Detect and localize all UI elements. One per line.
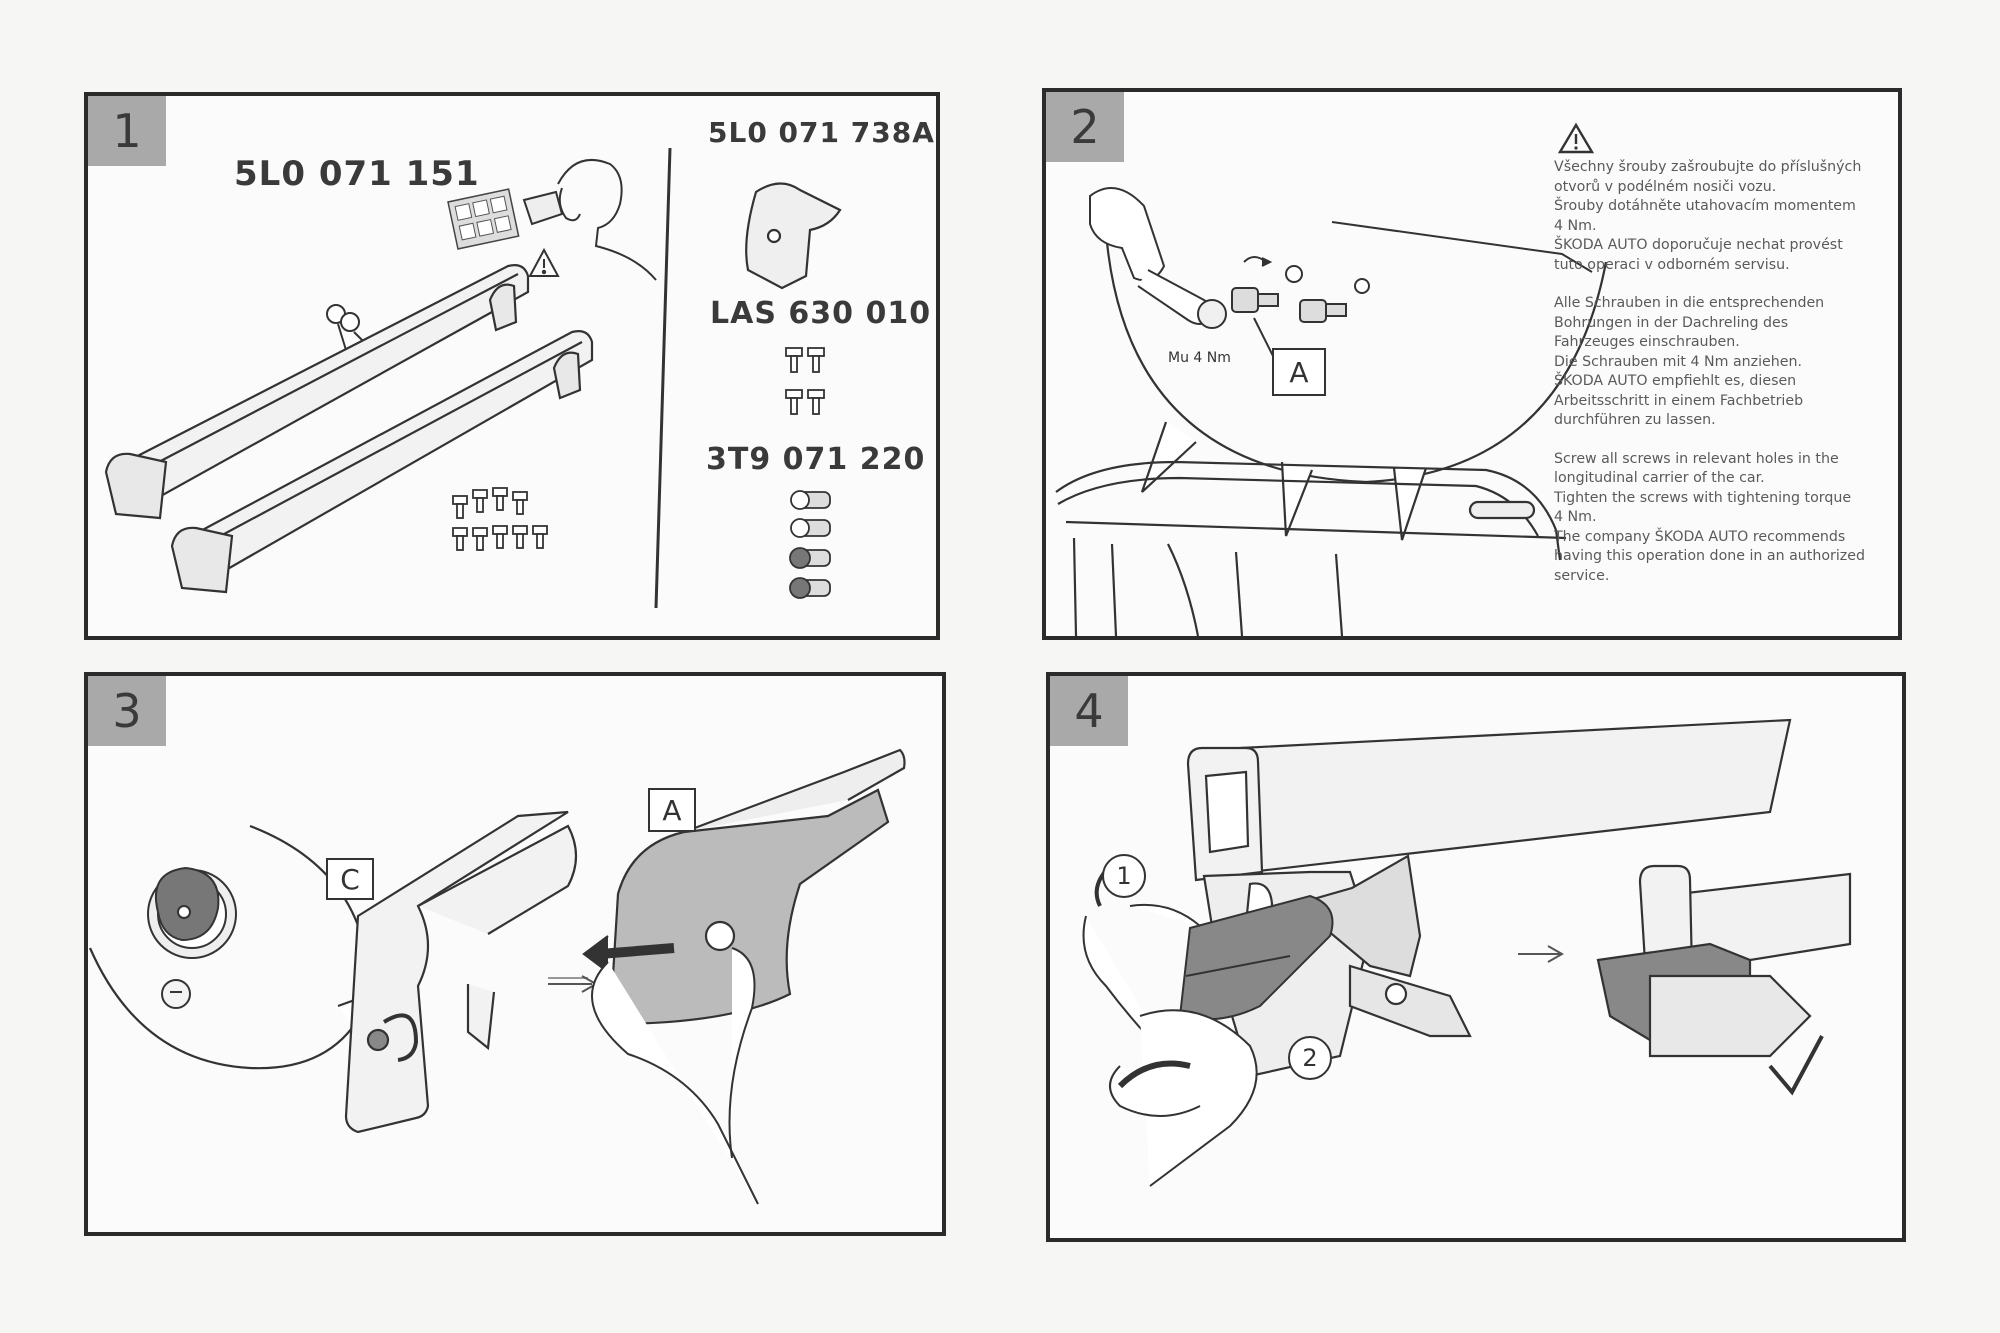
screws-cluster-icon <box>452 487 548 551</box>
label-a: A <box>648 788 696 832</box>
roof-bar-rear <box>104 264 530 520</box>
hand-wrench-icon <box>1089 187 1227 329</box>
roof-bar-closed-icon <box>1596 864 1852 1058</box>
warning-triangle-icon <box>528 247 560 277</box>
instructions-en: Screw all screws in relevant holes in th… <box>1554 450 1865 584</box>
torque-label: Mu 4 Nm <box>1168 350 1231 366</box>
panel-1-illustration <box>104 147 842 609</box>
screw-a-icon <box>1231 256 1303 313</box>
callout-1: 1 <box>1102 854 1146 898</box>
arrow-right-icon <box>1518 945 1565 963</box>
panel-step-4: 4 <box>1046 672 1906 1242</box>
hand-icon <box>591 947 759 1205</box>
label-c: C <box>326 858 374 900</box>
sticker-sheet-icon <box>447 188 520 250</box>
panel-divider <box>654 147 672 609</box>
part-code-screws: LAS 630 010 <box>710 296 932 331</box>
hands-icon <box>1082 903 1258 1187</box>
person-reading-icon <box>522 159 657 281</box>
panel-4-illustration <box>1082 718 1852 1187</box>
roof-bar-front <box>170 330 594 594</box>
panel-3-illustration <box>88 748 906 1205</box>
callout-2: 2 <box>1288 1036 1332 1080</box>
small-screws-icon <box>785 347 825 415</box>
panel-step-1: 1 5L0 071 151 5L0 071 738A LAS 630 010 3… <box>84 92 940 640</box>
panel-2-illustration <box>1055 187 1608 636</box>
instructions-de: Alle Schrauben in die entsprechenden Boh… <box>1554 295 1825 428</box>
checkmark-icon <box>1768 1035 1824 1096</box>
part-code-locks: 3T9 071 220 <box>706 442 926 477</box>
screw-installed-icon <box>1299 278 1370 323</box>
part-code-main: 5L0 071 151 <box>234 154 480 194</box>
part-code-end-cap: 5L0 071 738A <box>708 116 935 149</box>
step-number-badge: 1 <box>88 96 166 166</box>
end-cap-removal-icon <box>582 748 906 1026</box>
label-a: A <box>1272 348 1326 396</box>
lock-cylinders-icon <box>789 490 831 599</box>
end-cap-icon <box>745 182 842 290</box>
step-number-badge: 2 <box>1046 92 1124 162</box>
instructions-text: Všechny šrouby zašroubujte do příslušnýc… <box>1554 158 1894 605</box>
keys-icon <box>326 304 365 351</box>
panel-step-3: 3 <box>84 672 946 1236</box>
car-roof-icon <box>1055 460 1567 636</box>
panel-step-2: 2 <box>1042 88 1902 640</box>
end-cap-with-key-icon <box>344 810 578 1134</box>
instructions-cz: Všechny šrouby zašroubujte do příslušnýc… <box>1554 159 1862 273</box>
warning-triangle-icon <box>1557 122 1595 154</box>
key-in-lock-icon <box>147 866 237 1009</box>
arrow-right-icon <box>548 975 599 993</box>
step-number-badge: 3 <box>88 676 166 746</box>
step-number-badge: 4 <box>1050 676 1128 746</box>
